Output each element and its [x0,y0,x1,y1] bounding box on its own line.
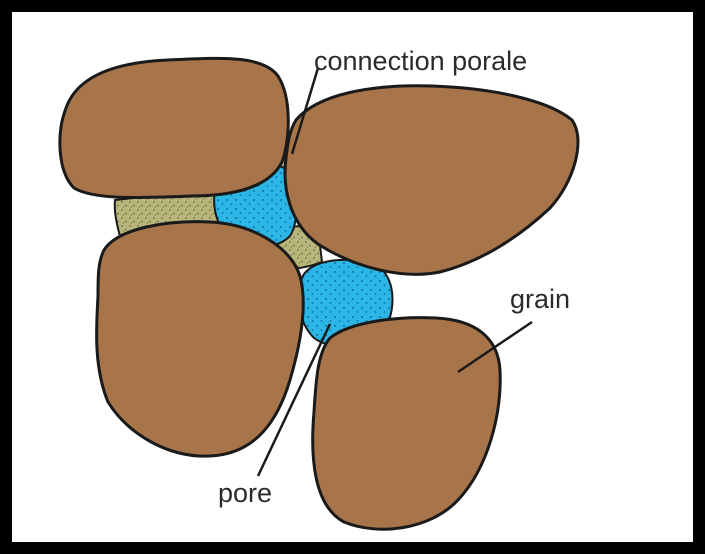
grain-top-left [60,58,288,197]
pore-label: pore [218,478,272,508]
grain-label: grain [510,284,570,314]
grain-bottom-left [97,222,304,456]
connection-porale-label: connection porale [314,46,527,76]
